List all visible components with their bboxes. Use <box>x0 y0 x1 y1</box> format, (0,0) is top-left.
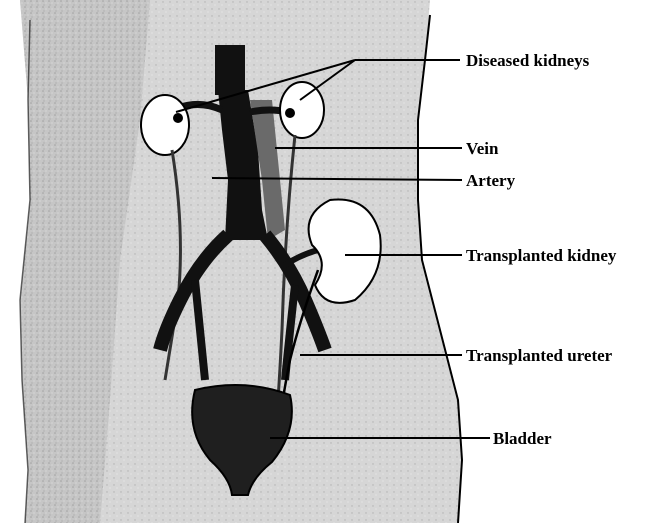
label-transplanted-ureter: Transplanted ureter <box>466 346 613 365</box>
aorta-top <box>215 45 245 95</box>
diseased-kidney-left-hilum <box>173 113 183 123</box>
label-diseased-kidneys: Diseased kidneys <box>466 51 590 70</box>
diseased-kidney-left <box>141 95 189 155</box>
label-artery: Artery <box>466 171 516 190</box>
label-bladder: Bladder <box>493 429 552 448</box>
label-transplanted-kidney: Transplanted kidney <box>466 246 617 265</box>
label-vein: Vein <box>466 139 499 158</box>
diseased-kidney-right-hilum <box>285 108 295 118</box>
